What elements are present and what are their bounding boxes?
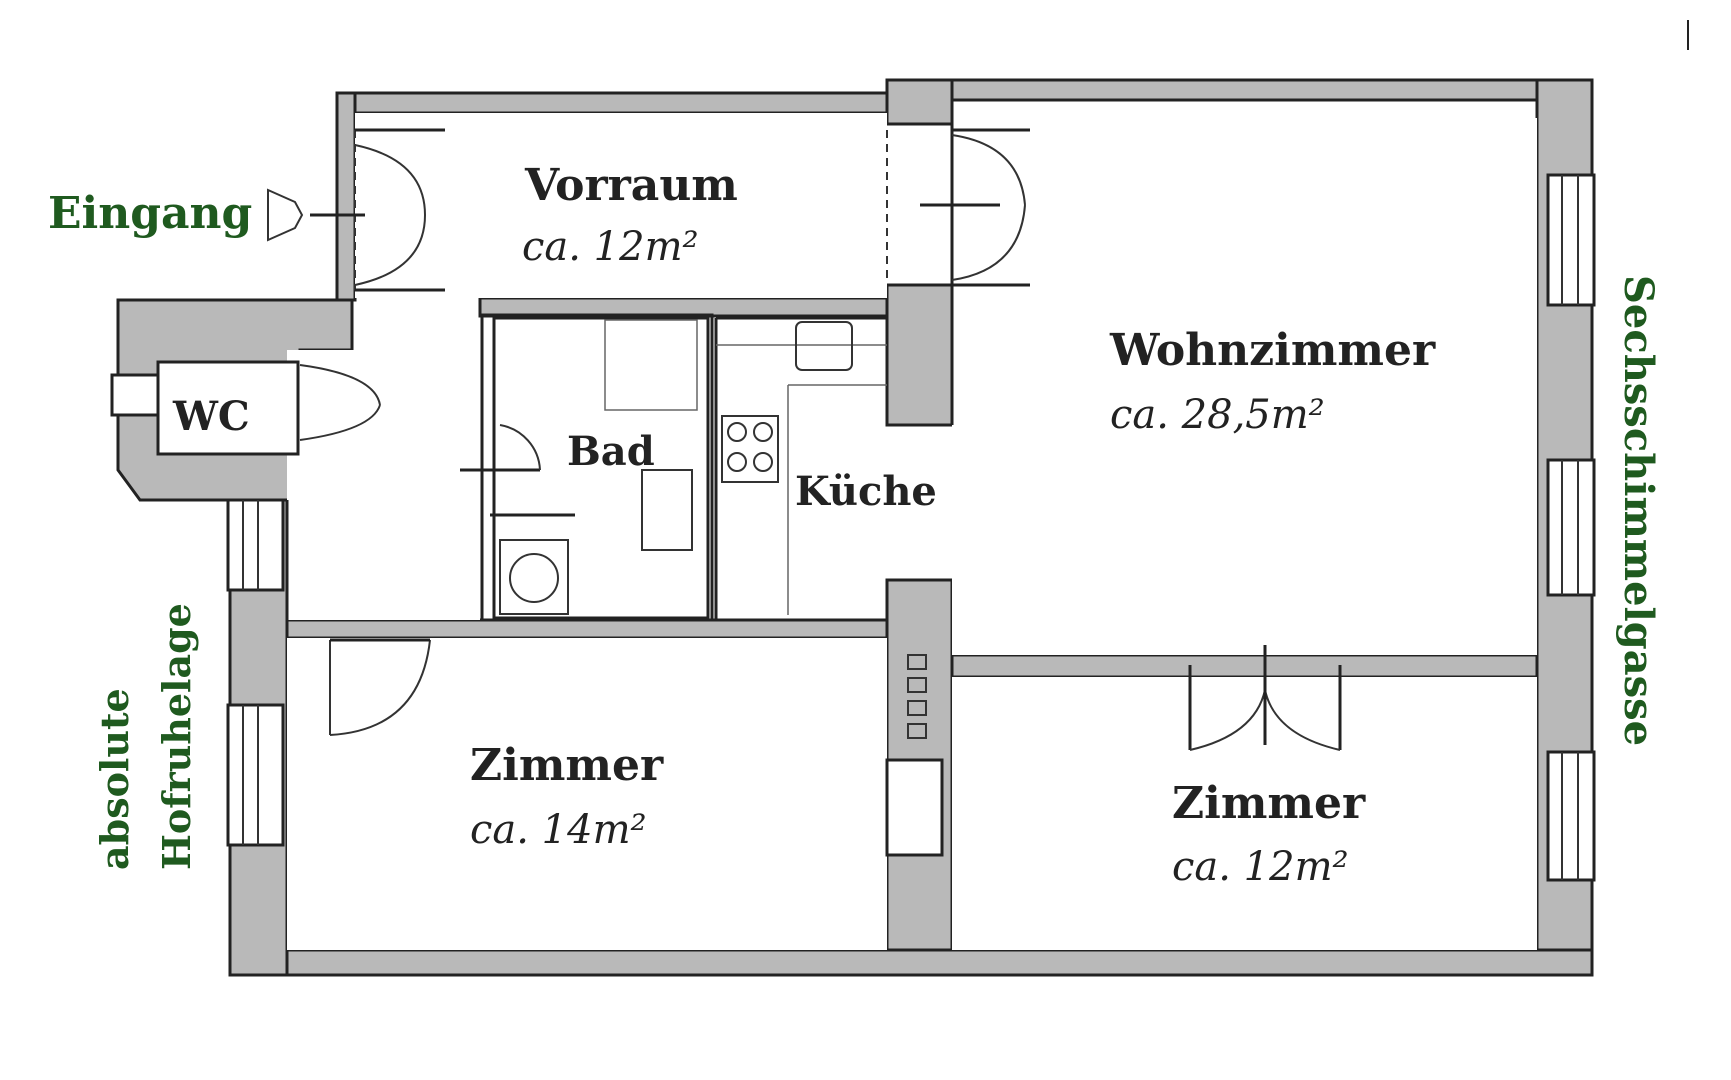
window-right-1 xyxy=(1546,173,1596,307)
street-label: Sechsschimmelgasse xyxy=(1615,275,1662,746)
courtyard-label-line2: Hofruhelage xyxy=(154,603,199,870)
room-name-zimmer-left: Zimmer xyxy=(470,740,664,791)
window-wc xyxy=(110,373,160,417)
room-name-wohnzimmer: Wohnzimmer xyxy=(1109,325,1436,376)
interior-lines xyxy=(285,118,954,622)
room-area-vorraum: ca. 12m² xyxy=(522,224,699,270)
window-left-2 xyxy=(226,703,285,847)
window-left-1 xyxy=(226,498,285,592)
room-name-vorraum: Vorraum xyxy=(524,160,738,211)
room-labels: Vorraum ca. 12m² WC Bad Küche Wohnzimmer… xyxy=(172,160,1436,890)
outside-labels: Eingang absolute Hofruhelage Sechsschimm… xyxy=(48,188,1662,870)
room-name-wc: WC xyxy=(172,393,250,440)
window-right-2 xyxy=(1546,458,1596,597)
doors xyxy=(267,128,1342,857)
room-floors xyxy=(156,113,1537,950)
windows xyxy=(110,173,1596,882)
entrance-label: Eingang xyxy=(48,188,252,239)
courtyard-label-line1: absolute xyxy=(92,688,137,870)
room-area-zimmer-left: ca. 14m² xyxy=(470,807,647,853)
room-name-zimmer-right: Zimmer xyxy=(1172,778,1366,829)
room-area-zimmer-right: ca. 12m² xyxy=(1172,844,1349,890)
room-name-bad: Bad xyxy=(567,428,655,475)
room-name-kueche: Küche xyxy=(795,468,937,515)
window-right-3 xyxy=(1546,750,1596,882)
room-area-wohnzimmer: ca. 28,5m² xyxy=(1110,392,1325,438)
